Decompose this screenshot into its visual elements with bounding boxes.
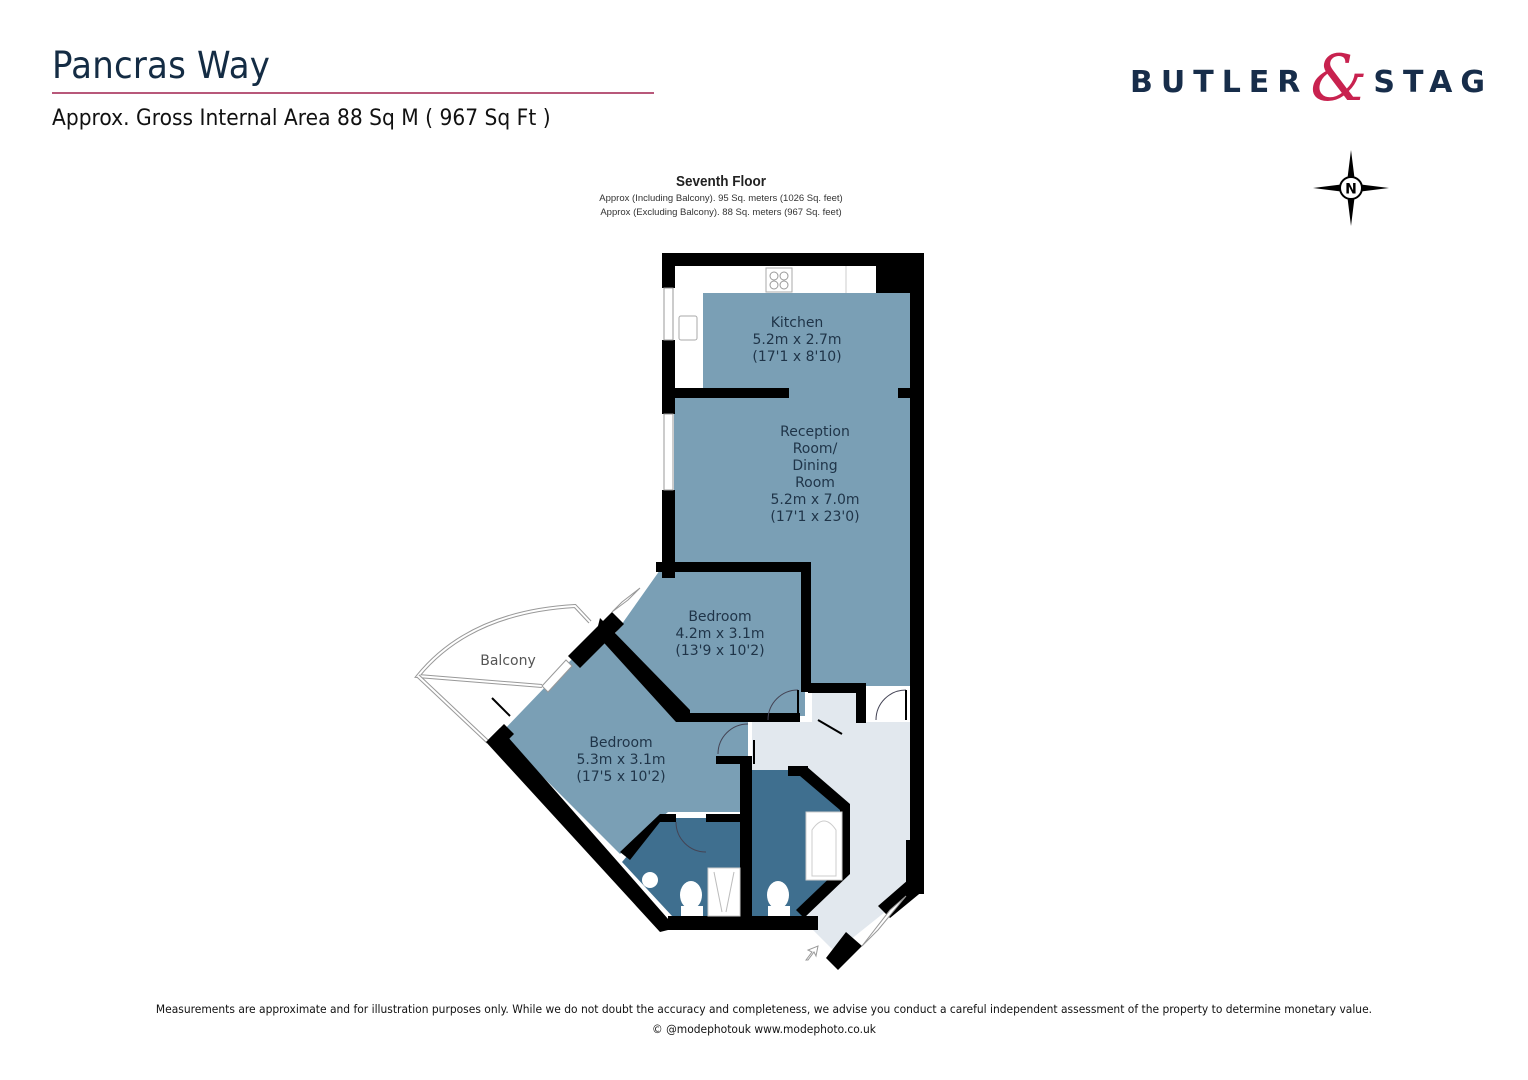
bedroom-2-imperial: (17'5 x 10'2) [576,769,665,785]
door-swings [491,689,907,853]
footer-disclaimer: Measurements are approximate and for ill… [155,1002,1373,1016]
room-label-bedroom-1: Bedroom 4.2m x 3.1m (13'9 x 10'2) [675,609,764,659]
bedroom-1-metric: 4.2m x 3.1m [676,626,765,642]
compass-north-label: N [1345,182,1357,198]
north-compass-icon: N [1313,150,1389,226]
reception-floor-extension [808,568,910,686]
butler-stag-logo: BUTLER & STAG [1130,47,1493,112]
logo-ampersand: & [1310,42,1368,116]
kitchen-name: Kitchen [771,315,824,331]
area-excluding-balcony: Approx (Excluding Balcony). 88 Sq. meter… [600,207,842,218]
kitchen-imperial: (17'1 x 8'10) [752,349,841,365]
room-label-reception: Reception Room/ Dining Room 5.2m x 7.0m … [770,424,859,525]
reception-imperial: (17'1 x 23'0) [770,509,859,525]
reception-name-line-1: Reception [780,424,850,440]
footer-credit: © @modephotouk www.modephoto.co.uk [651,1022,876,1036]
windows [541,287,907,947]
room-label-kitchen: Kitchen 5.2m x 2.7m (17'1 x 8'10) [752,315,841,365]
logo-word-right: STAG [1373,64,1493,100]
kitchen-fixtures [678,266,847,341]
walls [486,253,924,970]
hallway-floor [752,722,910,952]
reception-name-line-4: Room [795,475,835,491]
reception-name-line-2: Room/ [793,441,838,457]
balcony-label: Balcony [480,653,536,669]
floor-header: Seventh Floor Approx (Including Balcony)… [590,173,852,218]
bedroom-1-name: Bedroom [688,609,751,625]
title-divider [52,92,654,94]
bathroom-fixtures [642,811,843,917]
bedroom-2-metric: 5.3m x 3.1m [577,752,666,768]
gross-internal-area: Approx. Gross Internal Area 88 Sq M ( 96… [52,106,551,131]
cupboard-floor [812,690,860,722]
bedroom-2-floor [500,630,748,854]
reception-metric: 5.2m x 7.0m [771,492,860,508]
entrance-arrow-icon [805,945,819,961]
area-including-balcony: Approx (Including Balcony). 95 Sq. meter… [599,193,843,204]
kitchen-floor [703,293,910,388]
bedroom-1-imperial: (13'9 x 10'2) [675,643,764,659]
property-title: Pancras Way [52,44,271,87]
reception-name-line-3: Dining [792,458,837,474]
balcony: Balcony [414,603,592,744]
kitchen-metric: 5.2m x 2.7m [753,332,842,348]
bedroom-2-name: Bedroom [589,735,652,751]
reception-floor [674,388,910,568]
floor-name: Seventh Floor [675,173,766,190]
room-label-bedroom-2: Bedroom 5.3m x 3.1m (17'5 x 10'2) [576,735,665,785]
logo-word-left: BUTLER [1130,64,1309,100]
